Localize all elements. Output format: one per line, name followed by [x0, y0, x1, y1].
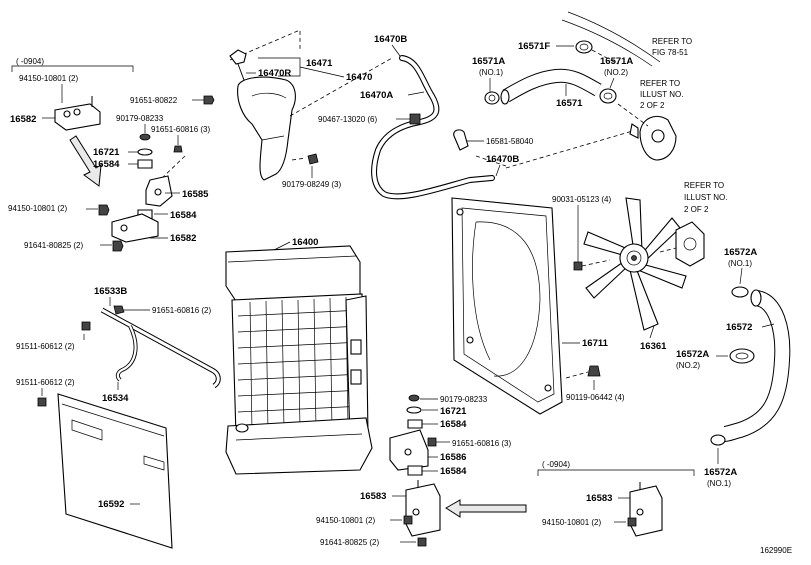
- label-16582-mid: 16582: [170, 233, 196, 244]
- label-16572A-2: 16572A: [676, 349, 709, 360]
- label-16584-mid: 16584: [170, 210, 197, 221]
- label-16572A-3-sub: (NO.1): [707, 479, 731, 488]
- label-91651-60816-bot: 91651-60816 (3): [452, 439, 511, 448]
- label-91651-60816-left: 91651-60816 (2): [152, 306, 211, 315]
- label-16470A: 16470A: [360, 90, 393, 101]
- label-16572A-1-sub: (NO.1): [728, 259, 752, 268]
- ref-fig-2: FIG 78-51: [652, 48, 689, 57]
- bracket-16582-top: [54, 103, 101, 131]
- label-16470: 16470: [346, 72, 372, 83]
- label-16584-bot1: 16584: [440, 419, 467, 430]
- label-90467: 90467-13020 (6): [318, 115, 377, 124]
- top-left-bracket-group: ( -0904) 94150-10801 (2) 16582 91651-808…: [8, 57, 215, 252]
- label-16711: 16711: [582, 338, 609, 349]
- label-16361: 16361: [640, 341, 667, 352]
- fan-shroud-16711: 16711 90119-06442 (4): [451, 197, 625, 415]
- fan-coupling: [675, 221, 705, 267]
- label-16470B-mid: 16470B: [486, 154, 519, 165]
- direction-arrow: [69, 135, 102, 187]
- overflow-hose-group: 16470B 16470A 90467-13020 (6) 16581-5804…: [318, 34, 637, 200]
- reservoir-tank-16470: [237, 76, 296, 181]
- radiator-support-group: 16533B 91651-60816 (2) 91511-60612 (2) 1…: [16, 286, 221, 549]
- label-16721-bot: 16721: [440, 406, 467, 417]
- label-16471: 16471: [306, 58, 333, 69]
- label-91641-bot: 91641-80825 (2): [320, 538, 379, 547]
- bracket-16582-mid: [111, 213, 159, 243]
- label-94150-top: 94150-10801 (2): [19, 74, 78, 83]
- label-90179-top: 90179-08233: [116, 114, 164, 123]
- clamp-16571F: [575, 40, 593, 54]
- clamp-16572A-bottom: [710, 434, 726, 446]
- ref-illust-top-1: REFER TO: [640, 79, 680, 88]
- label-16572A-2-sub: (NO.2): [676, 361, 700, 370]
- label-16470B-top: 16470B: [374, 34, 407, 45]
- label-16571A-1-sub: (NO.1): [479, 68, 503, 77]
- label-94150-mid: 94150-10801 (2): [8, 204, 67, 213]
- clamp-16571A-1: [484, 91, 500, 105]
- direction-arrow-left: [445, 499, 527, 518]
- label-16571A-2: 16571A: [600, 56, 633, 67]
- label-90031: 90031-05123 (4): [552, 195, 611, 204]
- label-91511-top: 91511-60612 (2): [16, 342, 75, 351]
- label-91651-80822: 91651-80822: [130, 96, 178, 105]
- label-94150-bot-left: 94150-10801 (2): [316, 516, 375, 525]
- label-16571A-1: 16571A: [472, 56, 505, 67]
- label-16584-top: 16584: [93, 159, 120, 170]
- label-16585: 16585: [182, 189, 209, 200]
- label-16571A-2-sub: (NO.2): [604, 68, 628, 77]
- overflow-hose-16470A: [371, 55, 495, 200]
- ref-illust-top-2: ILLUST NO.: [640, 90, 683, 99]
- date-range-top: ( -0904): [16, 57, 44, 66]
- label-90119: 90119-06442 (4): [566, 393, 625, 402]
- clamp-16572A-top: [731, 286, 749, 298]
- ref-fig-1: REFER TO: [652, 37, 692, 46]
- ref-illust-top-3: 2 OF 2: [640, 101, 665, 110]
- clamp-16572A-mid: [729, 348, 755, 364]
- reservoir-group: 16470R 16471 16470 90179-08249 (3): [229, 29, 393, 189]
- label-16534: 16534: [102, 393, 129, 404]
- clamp-16571A-2: [599, 88, 617, 104]
- mount-16583-left: [405, 483, 441, 537]
- label-16582-top: 16582: [10, 114, 36, 125]
- label-16400: 16400: [292, 237, 318, 248]
- ref-illust-mid-1: REFER TO: [684, 181, 724, 190]
- label-94150-bot-right: 94150-10801 (2): [542, 518, 601, 527]
- label-16470R: 16470R: [258, 68, 291, 79]
- label-16584-bot2: 16584: [440, 466, 467, 477]
- label-16721-top: 16721: [93, 147, 120, 158]
- baffle-plate-16592: [57, 393, 173, 549]
- label-90179-bot: 90179-08233: [440, 395, 488, 404]
- label-16586: 16586: [440, 452, 466, 463]
- fan-16361: 90031-05123 (4) 16361 REFER TO ILLUST NO…: [552, 181, 727, 352]
- label-16583-left: 16583: [360, 491, 386, 502]
- label-90179-mid: 90179-08249 (3): [282, 180, 341, 189]
- label-91511-bottom: 91511-60612 (2): [16, 378, 75, 387]
- label-16581: 16581-58040: [486, 137, 534, 146]
- diagram-id: 162990E: [760, 546, 792, 555]
- date-range-bottom: ( -0904): [542, 460, 570, 469]
- ref-illust-mid-2: ILLUST NO.: [684, 193, 727, 202]
- ref-illust-mid-3: 2 OF 2: [684, 205, 709, 214]
- upper-hose-group: REFER TO FIG 78-51 16571F 16571A (NO.1) …: [472, 11, 692, 161]
- bottom-mount-group: 90179-08233 16721 16584 91651-60816 (3) …: [316, 394, 695, 547]
- clip-16581: [453, 129, 469, 151]
- mount-16583-right: [629, 485, 663, 537]
- label-91641-top: 91641-80825 (2): [24, 241, 83, 250]
- label-16583-right: 16583: [586, 493, 612, 504]
- radiator-core-fins: [237, 296, 365, 433]
- radiator-16400: 16400: [225, 237, 373, 475]
- label-16572A-3: 16572A: [704, 467, 737, 478]
- lower-hose-group: 16572A (NO.1) 16572 16572A (NO.2) 16572A…: [676, 247, 791, 488]
- label-16592: 16592: [98, 499, 124, 510]
- label-16533B: 16533B: [94, 286, 127, 297]
- label-16571F: 16571F: [518, 41, 550, 52]
- label-91651-60816-top: 91651-60816 (3): [151, 125, 210, 134]
- label-16572: 16572: [726, 322, 752, 333]
- reservoir-cap: [229, 49, 247, 65]
- label-16572A-1: 16572A: [724, 247, 757, 258]
- label-16571: 16571: [556, 98, 583, 109]
